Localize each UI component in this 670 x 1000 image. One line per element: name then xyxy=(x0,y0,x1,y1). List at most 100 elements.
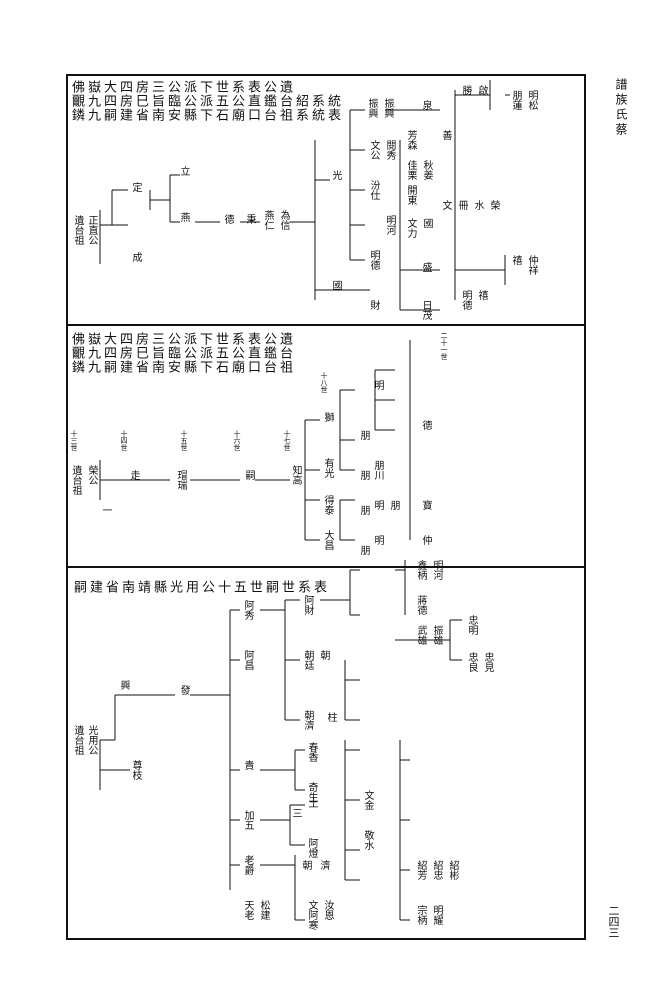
top-node: 明松 xyxy=(526,90,537,110)
bottom-node: 朝廷 xyxy=(302,650,313,670)
generation-label: 二十一世 xyxy=(440,332,448,360)
bottom-node: 老爵 xyxy=(242,855,253,875)
top-node: 善 xyxy=(440,130,451,140)
bottom-heading-line: 靖 xyxy=(135,580,150,594)
top-node: 燕 xyxy=(178,212,189,222)
generation-label: 十三世 xyxy=(70,430,78,451)
bottom-node: 敬水 xyxy=(362,830,373,850)
bottom-heading-line: 縣 xyxy=(151,580,166,594)
middle-heading-line: 四房建 xyxy=(117,332,132,374)
top-heading-line: 表直口 xyxy=(245,80,260,122)
bottom-node: 振雄 xyxy=(431,625,442,645)
top-node: 遺台祖 xyxy=(72,215,83,245)
bottom-node: 柱 xyxy=(325,712,336,722)
middle-heading-line: 遺台祖 xyxy=(277,332,292,374)
top-node: 燕仁 xyxy=(262,210,273,230)
bottom-node: 朝 xyxy=(300,860,311,870)
bottom-node: 紹忠 xyxy=(431,860,442,880)
top-node: 盛 xyxy=(420,262,431,272)
genealogy-frame xyxy=(66,74,586,940)
bottom-node: 奇生 xyxy=(306,782,317,802)
page-number: 二四三 xyxy=(607,905,620,938)
running-title: 譜族氏蔡 xyxy=(614,78,628,138)
top-heading-line: 四房建 xyxy=(117,80,132,122)
bottom-node: 松建 xyxy=(258,900,269,920)
middle-node: 明 xyxy=(372,535,383,545)
bottom-node: 阿財 xyxy=(302,595,313,615)
middle-heading-line: 三旨南 xyxy=(149,332,164,374)
bottom-node: 遺台祖 xyxy=(72,725,83,755)
bottom-node: 光用公 xyxy=(86,725,97,755)
bottom-heading-line: 省 xyxy=(103,580,118,594)
top-heading-line: 統表 xyxy=(325,80,340,122)
top-node: 德 xyxy=(222,214,233,224)
bottom-heading-line: 十 xyxy=(215,580,230,594)
top-node: 振興 xyxy=(366,98,377,118)
top-node: 文力 xyxy=(405,218,416,238)
generation-label: 十五世 xyxy=(180,430,188,451)
top-node: 冊 xyxy=(456,200,467,210)
top-heading-line: 嶽九九 xyxy=(85,80,100,122)
top-heading-line: 世五石 xyxy=(213,80,228,122)
middle-node: 德 xyxy=(420,420,431,430)
top-heading-line: 下派下 xyxy=(197,80,212,122)
top-node: 芳森 xyxy=(405,130,416,150)
top-heading-line: 遺台祖 xyxy=(277,80,292,122)
middle-heading-line: 公鑑台 xyxy=(261,332,276,374)
middle-node: 榮公 xyxy=(86,465,97,485)
top-node: 明德 xyxy=(460,290,471,310)
bottom-node: 文阿寒 xyxy=(306,900,317,930)
middle-node: 一 xyxy=(100,505,111,515)
middle-node: 得泰 xyxy=(322,495,333,515)
bottom-heading-line: 五 xyxy=(231,580,246,594)
bottom-node: 明河 xyxy=(431,560,442,580)
middle-node: 明 xyxy=(372,380,383,390)
middle-node: 獅 xyxy=(322,412,333,422)
middle-heading-line: 公臨安 xyxy=(165,332,180,374)
bottom-node: 貴 xyxy=(242,760,253,770)
bottom-node: 蔣德 xyxy=(415,595,426,615)
bottom-node: 明耀 xyxy=(431,905,442,925)
top-node: 國 xyxy=(421,218,432,228)
bottom-node: 尊枝 xyxy=(130,760,141,780)
bottom-node: 紹彬 xyxy=(447,860,458,880)
bottom-heading-line: 嗣 xyxy=(71,580,86,594)
bottom-node: 鑫柄 xyxy=(415,560,426,580)
middle-node: 朋 xyxy=(388,500,399,510)
middle-node: 朋 xyxy=(358,430,369,440)
middle-node: 明 xyxy=(372,500,383,510)
top-node: 禧 xyxy=(510,255,521,265)
generation-label: 十七世 xyxy=(283,430,291,451)
middle-heading-line: 嶽九九 xyxy=(85,332,100,374)
bottom-node: 朝濟 xyxy=(302,710,313,730)
top-node: 勝 xyxy=(460,85,471,95)
top-node: 文公 xyxy=(368,140,379,160)
bottom-node: 土 xyxy=(306,798,317,808)
bottom-node: 阿燈 xyxy=(306,838,317,858)
bottom-heading-line: 世 xyxy=(247,580,262,594)
bottom-heading-line: 世 xyxy=(279,580,294,594)
middle-heading-line: 系公廟 xyxy=(229,332,244,374)
bottom-node: 朝 xyxy=(318,650,329,660)
top-node: 國 xyxy=(330,280,341,290)
top-node: 閱秀 xyxy=(384,140,395,160)
top-node: 成 xyxy=(130,252,141,262)
top-heading-line: 佛覼鏻 xyxy=(69,80,84,122)
top-node: 文 xyxy=(440,200,451,210)
top-node: 為信 xyxy=(278,210,289,230)
bottom-node: 武雄 xyxy=(415,625,426,645)
bottom-node: 忠明 xyxy=(466,615,477,635)
top-node: 朋蓮 xyxy=(510,90,521,110)
middle-node: 仲 xyxy=(420,535,431,545)
bottom-heading-line: 光 xyxy=(167,580,182,594)
middle-heading-line: 下派下 xyxy=(197,332,212,374)
bottom-node: 加五 xyxy=(242,810,253,830)
bottom-heading-line: 公 xyxy=(199,580,214,594)
bottom-node: 發 xyxy=(178,685,189,695)
middle-node: 朋 xyxy=(358,470,369,480)
bottom-node: 濟 xyxy=(318,860,329,870)
top-heading-line: 公鑑台 xyxy=(261,80,276,122)
bottom-node: 天老 xyxy=(242,900,253,920)
top-node: 啟 xyxy=(476,85,487,95)
middle-heading-line: 表直口 xyxy=(245,332,260,374)
